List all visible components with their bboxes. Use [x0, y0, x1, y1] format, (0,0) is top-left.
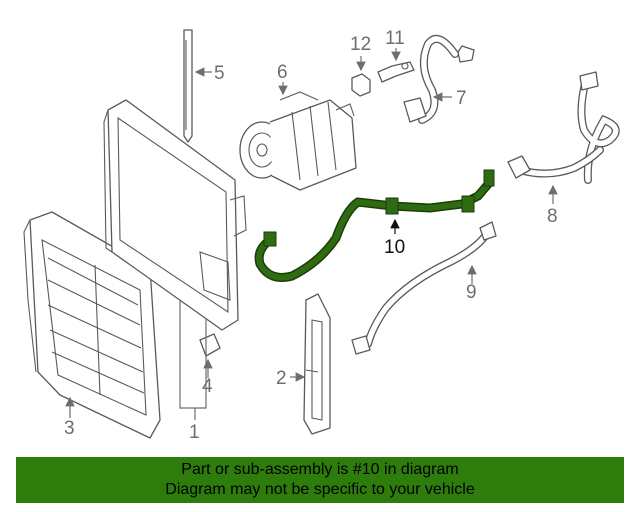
- callout-11: 11: [385, 28, 405, 49]
- callout-12: 12: [350, 34, 371, 55]
- info-banner: Part or sub-assembly is #10 in diagram D…: [16, 457, 624, 503]
- part-9-hose: [351, 221, 497, 355]
- callout-6: 6: [277, 62, 288, 83]
- part-2-bracket: [303, 293, 331, 435]
- part-12-cap: [351, 73, 371, 97]
- part-3-fan-shroud: [23, 211, 161, 439]
- callout-4: 4: [202, 376, 213, 397]
- callout-9: 9: [466, 282, 477, 303]
- part-6-compressor: [239, 91, 357, 191]
- part-4-plug: [199, 333, 221, 357]
- leader-lines: [65, 48, 558, 420]
- part-7-hose: [403, 34, 475, 124]
- callout-5: 5: [214, 63, 225, 84]
- part-5-dryer-rod: [183, 29, 193, 143]
- callout-1: 1: [189, 422, 200, 443]
- callout-8: 8: [547, 206, 558, 227]
- callout-labels: 1 2 3 4 5 6 7 8 9 10 11 12: [64, 28, 558, 443]
- part-11-valve: [377, 61, 415, 83]
- part-10-ac-line: [254, 169, 495, 282]
- banner-line-2: Diagram may not be specific to your vehi…: [165, 481, 475, 498]
- callout-10: 10: [384, 237, 405, 258]
- callout-7: 7: [456, 88, 467, 109]
- callout-2: 2: [276, 368, 287, 389]
- part-1-condenser: [103, 99, 247, 331]
- banner-line-1: Part or sub-assembly is #10 in diagram: [181, 461, 459, 478]
- parts-diagram: 1 2 3 4 5 6 7 8 9 10 11 12: [23, 28, 620, 443]
- part-8-hose-assembly: [507, 71, 620, 184]
- callout-3: 3: [64, 418, 75, 439]
